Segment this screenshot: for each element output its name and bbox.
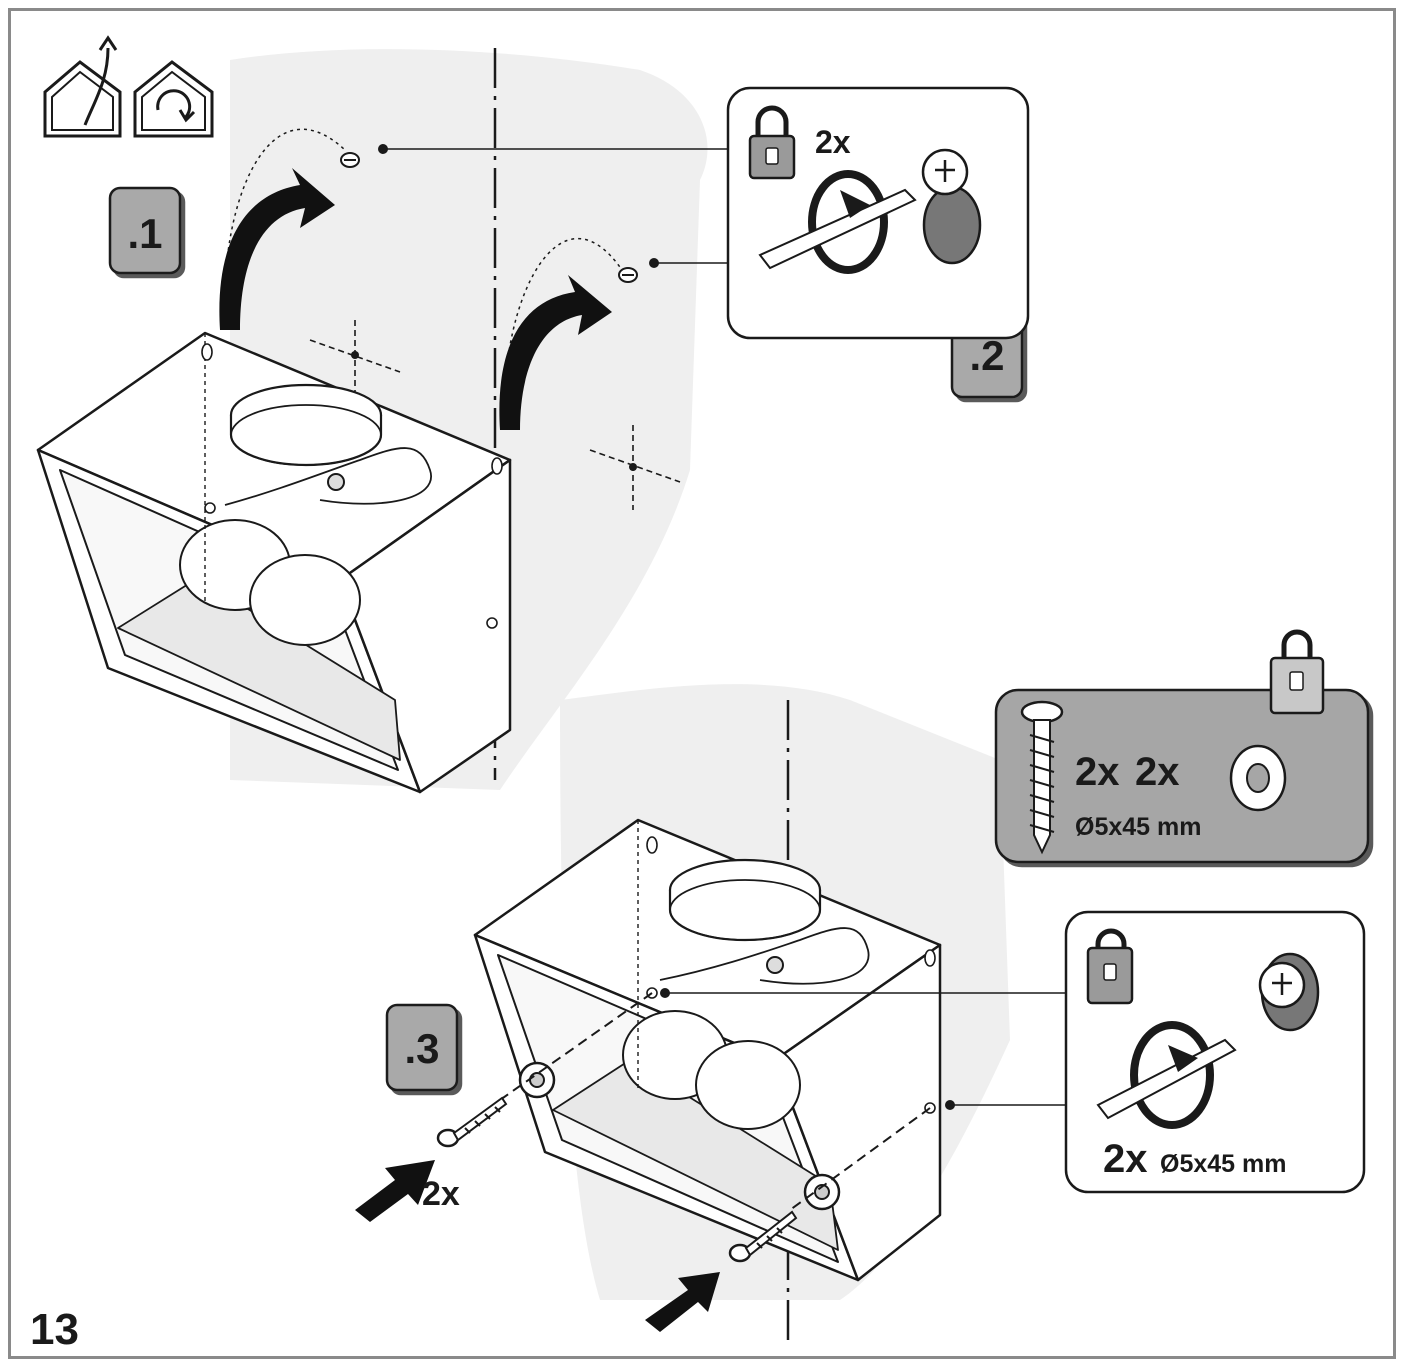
- step-label-3: .3: [404, 1025, 439, 1072]
- step-badge-3: .3: [385, 1003, 459, 1092]
- washer-icon: [1229, 744, 1287, 812]
- washer-count: 2x: [1135, 750, 1180, 794]
- detail-bottom-count: 2x: [1103, 1137, 1148, 1181]
- lift-arrow-1: [219, 168, 335, 330]
- screw-bottom-left: [436, 1096, 508, 1148]
- washer-mounted-right: [803, 1173, 841, 1211]
- push-arrow-label: 2x: [422, 1175, 460, 1213]
- wall-plug-icon: [1258, 952, 1320, 1032]
- screwdriver-icon: [1096, 1021, 1237, 1129]
- hood-unit-top: [36, 331, 512, 794]
- detail-bottom-size: Ø5x45 mm: [1160, 1150, 1286, 1178]
- detail-box-bottom: 2x Ø5x45 mm: [1064, 910, 1366, 1194]
- screw-count: 2x: [1075, 750, 1120, 794]
- washer-mounted-left: [518, 1061, 556, 1099]
- ducted-mode-icon: [43, 35, 122, 138]
- lock-icon: [748, 105, 796, 180]
- wall-plug-icon: [921, 148, 982, 265]
- hood-unit-bottom: [473, 818, 942, 1282]
- recirculation-mode-icon: [133, 60, 214, 138]
- step-label-1: .1: [127, 210, 162, 257]
- page-number: 13: [30, 1305, 79, 1354]
- push-arrow-left: [355, 1160, 435, 1222]
- hardware-panel: 2x 2x Ø5x45 mm: [994, 629, 1370, 864]
- lift-arrow-2: [499, 275, 612, 430]
- lock-icon: [1086, 928, 1134, 1005]
- screw-top-2: [618, 267, 638, 283]
- detail-box-top: 2x: [726, 86, 1030, 340]
- screw-icon: [1020, 700, 1064, 855]
- drill-mark-left: [309, 320, 401, 400]
- screw-bottom-right: [728, 1210, 798, 1263]
- detail-top-count: 2x: [815, 124, 851, 160]
- step-label-2: .2: [969, 332, 1004, 379]
- step-badge-1: .1: [108, 186, 182, 275]
- screw-size: Ø5x45 mm: [1075, 813, 1201, 841]
- push-arrow-right: [645, 1272, 720, 1332]
- screw-path-right: [789, 1107, 931, 1211]
- lock-icon: [1269, 629, 1325, 715]
- screw-top-1: [340, 152, 360, 168]
- screwdriver-icon: [758, 170, 917, 274]
